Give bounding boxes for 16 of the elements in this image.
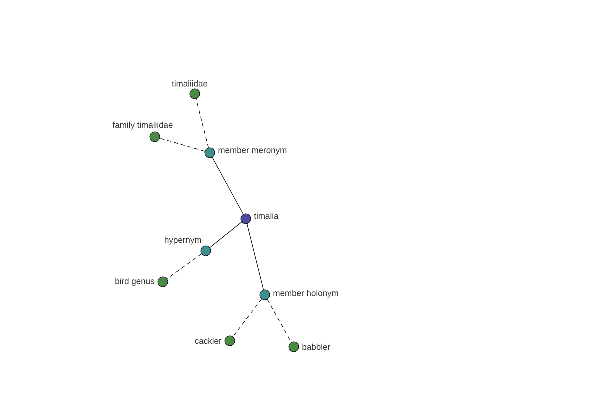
node-label: cackler xyxy=(195,338,222,344)
node-label: babbler xyxy=(302,344,330,350)
node-label: member holonym xyxy=(274,290,338,298)
connector-line xyxy=(160,138,206,152)
node-label: bird genus xyxy=(116,278,154,286)
node-label: hypernym xyxy=(165,236,202,245)
connector-line xyxy=(212,157,244,215)
connector-line xyxy=(196,98,210,148)
connector-line xyxy=(210,222,242,248)
node-label: timaliidae xyxy=(172,80,208,87)
connector-line xyxy=(166,254,202,280)
connector-line xyxy=(246,224,264,290)
node-label: timalia xyxy=(254,212,279,220)
node-label: member meronym xyxy=(218,147,287,155)
node-label: family timaliidae xyxy=(112,122,173,130)
connector-line xyxy=(232,298,262,338)
